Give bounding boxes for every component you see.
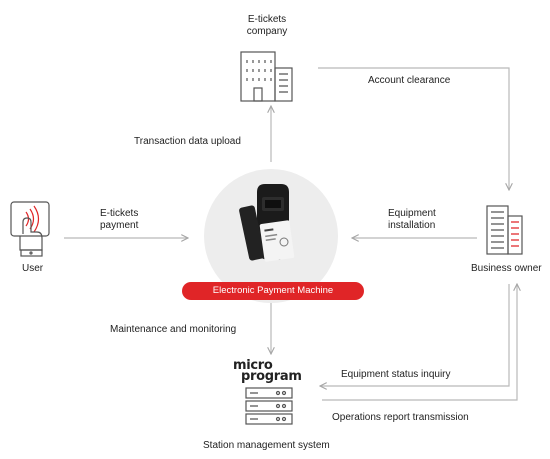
station-label: Station management system xyxy=(203,440,330,451)
arrow-account-clearance xyxy=(318,67,509,190)
micro-program-logo: micro program xyxy=(233,358,302,384)
company-building-icon xyxy=(240,51,293,102)
logo-line2: program xyxy=(241,369,302,384)
transaction-upload-label: Transaction data upload xyxy=(134,136,241,147)
report-transmission-label: Operations report transmission xyxy=(332,412,469,423)
business-owner-building-icon xyxy=(486,205,523,255)
business-owner-label: Business owner xyxy=(471,263,542,274)
arrow-status-inquiry xyxy=(320,284,510,386)
machine-badge: Electronic Payment Machine xyxy=(182,282,364,300)
logo-line1: micro xyxy=(233,358,273,373)
server-rack-icon xyxy=(245,387,293,425)
account-clearance-label: Account clearance xyxy=(368,75,451,86)
equipment-installation-label: Equipment installation xyxy=(388,208,436,231)
company-label: E-tickets company xyxy=(246,14,288,37)
payment-machine-icon xyxy=(239,184,295,262)
user-card-tap-icon xyxy=(10,201,50,257)
arrow-report-transmission xyxy=(322,284,517,401)
status-inquiry-label: Equipment status inquiry xyxy=(341,369,451,380)
user-label: User xyxy=(22,263,44,274)
eticket-payment-label: E-tickets payment xyxy=(100,208,139,231)
maintenance-label: Maintenance and monitoring xyxy=(110,324,237,335)
